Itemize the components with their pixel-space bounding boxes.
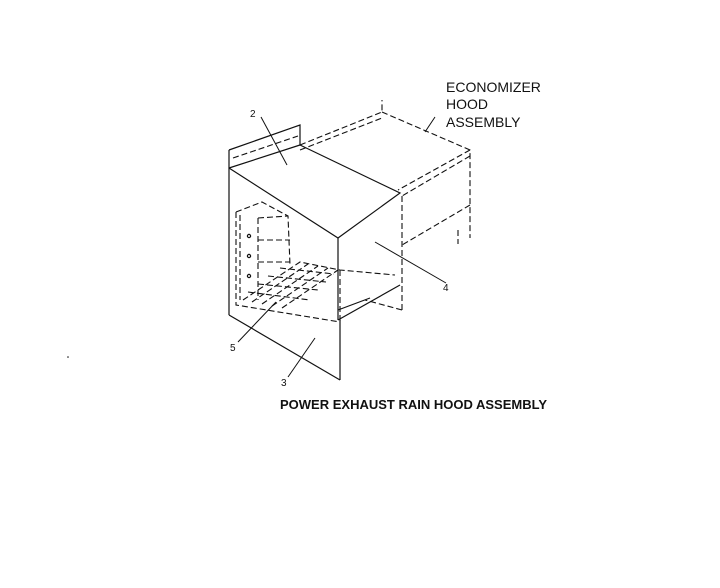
diagram-caption: POWER EXHAUST RAIN HOOD ASSEMBLY: [280, 397, 547, 412]
economizer-label-line2: HOOD: [446, 96, 488, 112]
rain-hood-body: [228, 124, 402, 381]
leader-lines: [237, 116, 447, 378]
economizer-label-line3: ASSEMBLY: [446, 114, 521, 130]
part-number-2: 2: [250, 109, 256, 120]
part-number-5: 5: [230, 343, 236, 354]
part-number-3: 3: [281, 378, 287, 389]
economizer-label-line1: ECONOMIZER: [446, 79, 541, 95]
part-number-4: 4: [443, 283, 449, 294]
inner-panel-drawing: [235, 201, 396, 323]
economizer-hood-drawing: [299, 100, 471, 311]
speck-dot: [67, 356, 69, 358]
